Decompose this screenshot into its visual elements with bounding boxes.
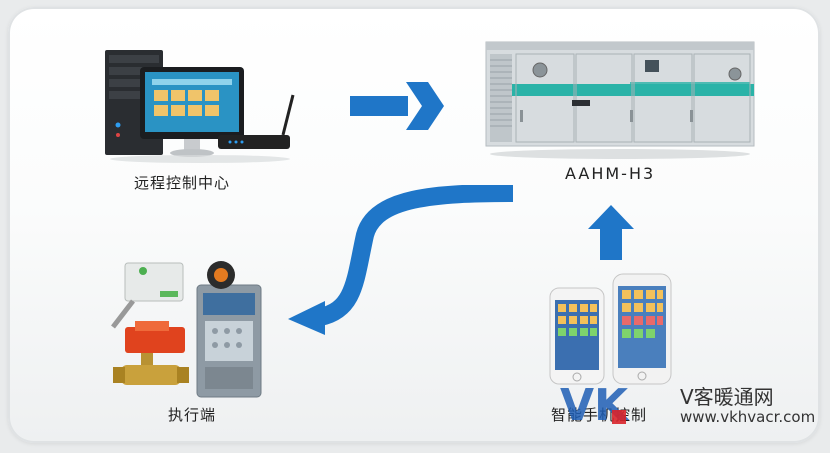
arrow-right-icon	[350, 82, 444, 130]
watermark-brand: V客暖通网	[680, 385, 774, 409]
watermark-url: www.vkhvacr.com	[680, 408, 816, 426]
watermark-logo: VK	[560, 380, 630, 426]
actuator-label: 执行端	[168, 406, 217, 424]
smartphones-illustration	[549, 273, 672, 385]
curved-arrow-icon	[288, 185, 514, 335]
remote-control-center-illustration	[105, 50, 295, 163]
remote-control-center-label: 远程控制中心	[134, 174, 231, 192]
unit-model-label: AAHM-H3	[565, 164, 656, 183]
ahu-unit-illustration	[485, 41, 755, 159]
arrow-up-icon	[588, 205, 634, 260]
actuator-devices-illustration	[111, 261, 262, 398]
